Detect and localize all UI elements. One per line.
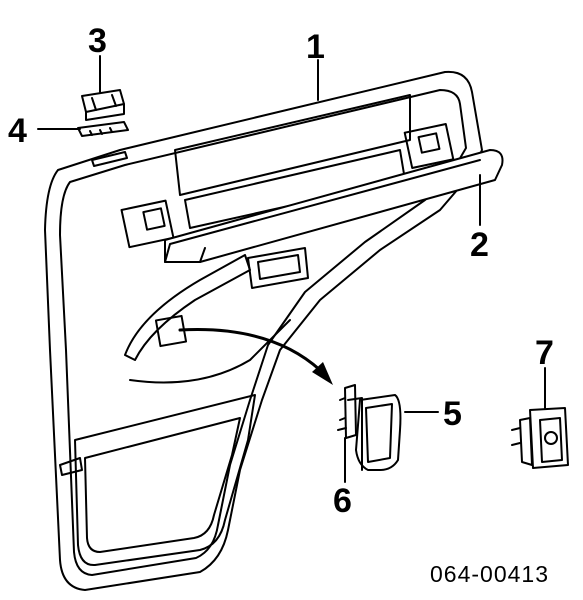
callout-2: 2 xyxy=(470,226,489,264)
clip-part-3 xyxy=(81,89,125,121)
callout-7: 7 xyxy=(535,334,554,372)
callout-5: 5 xyxy=(443,395,462,433)
leader-lines xyxy=(37,55,546,483)
inside-handle-part-5 xyxy=(347,394,402,471)
part-number: 064-00413 xyxy=(430,561,549,587)
callout-6: 6 xyxy=(333,482,352,520)
callout-4: 4 xyxy=(8,112,27,150)
door-trim-panel xyxy=(44,70,483,591)
switch-part-7 xyxy=(511,407,569,469)
callout-3: 3 xyxy=(88,22,107,60)
bracket-part-6 xyxy=(337,384,357,439)
assembly-arrow xyxy=(178,328,333,385)
retainer-part-4 xyxy=(77,121,129,137)
callout-1: 1 xyxy=(306,28,325,66)
armrest xyxy=(164,149,504,263)
